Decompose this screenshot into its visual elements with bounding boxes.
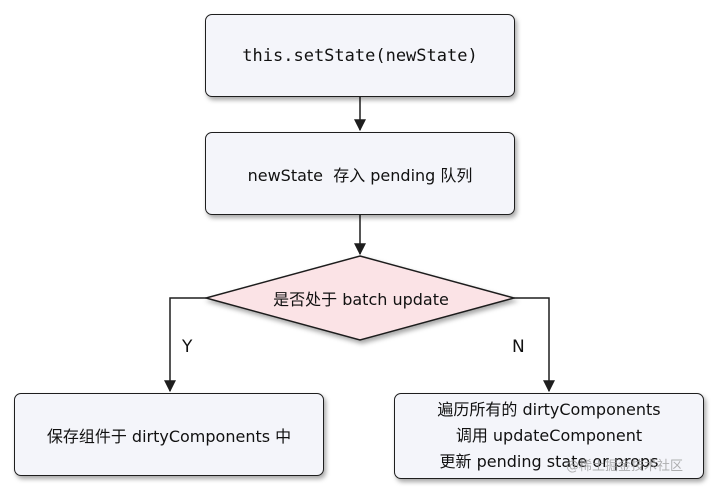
no-action-line-1: 遍历所有的 dirtyComponents (437, 400, 661, 419)
yes-label: Y (182, 337, 193, 357)
yes-action-node: 保存组件于 dirtyComponents 中 (14, 393, 324, 476)
start-node: this.setState(newState) (205, 14, 515, 97)
no-label: N (512, 337, 525, 357)
decision-label: 是否处于 batch update (273, 290, 449, 309)
watermark: @稀土掘金技术社区 (566, 459, 684, 474)
yes-action-label: 保存组件于 dirtyComponents 中 (46, 426, 292, 446)
arrow-no-branch (514, 297, 555, 393)
no-action-line-3: 更新 pending state or props (439, 452, 659, 471)
enqueue-node: newState 存入 pending 队列 (205, 132, 515, 215)
start-node-label: this.setState(newState) (242, 45, 478, 66)
decision-diamond (203, 255, 517, 341)
no-action-node: 遍历所有的 dirtyComponents 调用 updateComponent… (394, 393, 704, 479)
no-action-line-2: 调用 updateComponent (455, 426, 643, 445)
enqueue-node-label: newState 存入 pending 队列 (247, 165, 473, 185)
arrow-yes-branch (164, 297, 206, 393)
